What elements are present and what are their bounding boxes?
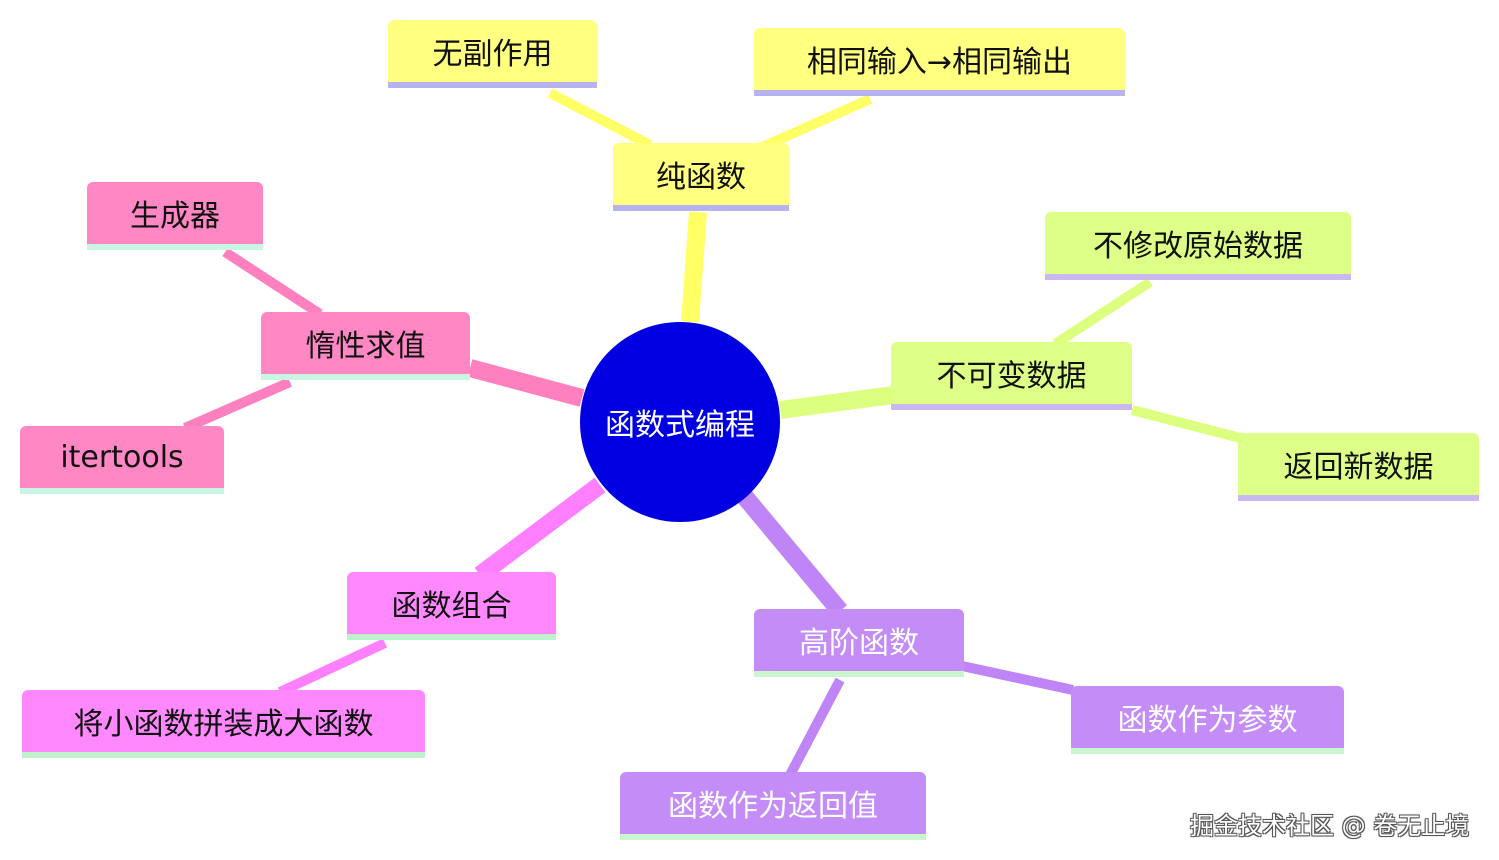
leaf-node-immutable-1[interactable]: 返回新数据 [1238,433,1479,501]
edge-immutable-child-1 [1130,405,1242,443]
branch-node-compose-label: 函数组合 [391,589,512,624]
edge-center-to-pure [681,211,707,323]
branch-node-immutable[interactable]: 不可变数据 [891,342,1132,410]
leaf-node-immutable-0[interactable]: 不修改原始数据 [1045,212,1351,280]
leaf-node-lazy-1-label: itertools [60,439,184,475]
edge-center-to-hof [738,491,847,617]
leaf-node-compose-0-label: 将小函数拼装成大函数 [73,707,374,742]
branch-node-lazy[interactable]: 惰性求值 [261,312,470,380]
edge-hof-child-1 [785,677,845,778]
central-topic-label: 函数式编程 [605,408,755,443]
branch-node-lazy-label: 惰性求值 [305,329,426,364]
leaf-node-immutable-0-label: 不修改原始数据 [1093,229,1303,264]
leaf-node-hof-1[interactable]: 函数作为返回值 [620,772,926,840]
leaf-node-pure-1-label: 相同输入→相同输出 [806,45,1073,80]
watermark: 掘金技术社区 @ 卷无止境 [1190,812,1470,840]
leaf-node-lazy-1[interactable]: itertools [20,426,224,494]
edge-immutable-child-0 [1052,277,1153,349]
branch-node-pure[interactable]: 纯函数 [613,143,789,211]
edge-center-to-lazy [467,359,585,407]
leaf-node-compose-0[interactable]: 将小函数拼装成大函数 [22,690,425,758]
edge-center-to-immutable [778,386,895,419]
edge-lazy-child-0 [222,247,323,319]
branch-node-hof[interactable]: 高阶函数 [754,609,964,677]
leaf-node-hof-0[interactable]: 函数作为参数 [1071,686,1344,754]
branch-node-pure-label: 纯函数 [656,160,746,195]
leaf-node-lazy-0-label: 生成器 [130,199,220,234]
leaf-node-pure-1[interactable]: 相同输入→相同输出 [754,28,1125,96]
leaf-node-immutable-1-label: 返回新数据 [1283,450,1434,485]
central-topic-node[interactable]: 函数式编程 [580,322,780,522]
leaf-node-hof-0-label: 函数作为参数 [1117,703,1298,738]
branch-node-hof-label: 高阶函数 [799,626,919,661]
edge-hof-child-0 [960,661,1075,695]
leaf-node-pure-0[interactable]: 无副作用 [388,20,597,88]
edge-pure-child-0 [547,88,653,150]
leaf-node-hof-1-label: 函数作为返回值 [668,789,878,824]
leaf-node-pure-0-label: 无副作用 [432,37,553,72]
branch-node-immutable-label: 不可变数据 [936,359,1087,394]
edge-lazy-child-1 [182,377,293,433]
leaf-node-lazy-0[interactable]: 生成器 [87,182,263,250]
edge-center-to-compose [474,477,606,583]
edge-compose-child-0 [277,638,388,697]
branch-node-compose[interactable]: 函数组合 [347,572,556,640]
edge-pure-child-1 [757,94,873,153]
